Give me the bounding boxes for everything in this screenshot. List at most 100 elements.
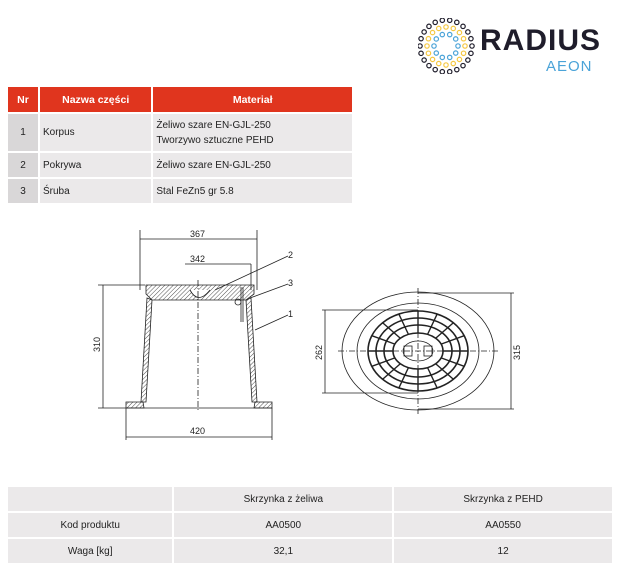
logo-ring-dot [446, 54, 453, 61]
table-header-row: Skrzynka z żeliwa Skrzynka z PEHD [8, 487, 612, 511]
grate-spoke [426, 367, 438, 389]
cell-value: AA0500 [174, 513, 393, 537]
logo-ring-dot [431, 43, 437, 49]
logo-ring-dot [432, 66, 438, 73]
cell-name: Śruba [40, 179, 152, 203]
callout-3: 3 [288, 278, 293, 288]
header-empty [8, 487, 173, 511]
table-header-row: Nr Nazwa części Materiał [8, 87, 352, 112]
logo-ring-dot [446, 31, 453, 38]
logo-ring-dot [443, 24, 449, 30]
grate-spoke [382, 363, 401, 380]
logo-ring-dot [439, 54, 446, 61]
plan-view: 262 315 [314, 288, 522, 414]
material-line: Żeliwo szare EN-GJL-250 [156, 119, 271, 131]
grate-spoke [382, 322, 401, 339]
logo-ring-dot [418, 50, 424, 57]
logo-ring-dot [454, 66, 460, 73]
cell-material: Stal FeZn5 gr 5.8 [153, 179, 352, 203]
cell-name: Pokrywa [40, 153, 152, 177]
callout-2: 2 [288, 250, 293, 260]
cell-material: Żeliwo szare EN-GJL-250 [153, 153, 352, 177]
logo-ring-dot [465, 57, 471, 63]
logo-ring-dot [456, 29, 463, 36]
logo-ring-dot [421, 29, 427, 35]
logo-ring-dot [418, 43, 423, 49]
grate-spoke [435, 363, 454, 380]
grate-spoke [440, 357, 465, 367]
logo-ring-dot [418, 35, 424, 42]
logo-ring-dot [432, 19, 438, 26]
logo-ring-dot [424, 43, 430, 49]
header-nr: Nr [8, 87, 38, 112]
dim-342: 342 [190, 254, 205, 264]
grate-spoke [426, 313, 438, 335]
logo-ring-dot [468, 50, 474, 57]
logo-ring-dot [439, 68, 446, 74]
logo-ring-dot [450, 25, 457, 32]
side-view: 367 342 310 420 2 3 1 [92, 229, 293, 440]
logo-ring-dot [460, 23, 466, 30]
cell-nr: 3 [8, 179, 38, 203]
dim-315: 315 [512, 345, 522, 360]
table-row: 3 Śruba Stal FeZn5 gr 5.8 [8, 179, 352, 203]
logo-ring-dot [465, 29, 471, 35]
header-material: Materiał [153, 87, 352, 112]
grate-spoke [398, 367, 410, 389]
logo-ring-dot [425, 50, 432, 57]
cell-nr: 2 [8, 153, 38, 177]
grate-spoke [371, 335, 396, 345]
row-label: Kod produktu [8, 513, 173, 537]
logo-sub: AEON [546, 58, 593, 75]
logo-ring-dot [435, 60, 442, 67]
logo-ring-dot [429, 56, 436, 63]
material-line: Tworzywo sztuczne PEHD [156, 134, 274, 146]
grate-spoke [371, 357, 396, 367]
logo-ring-dot [452, 50, 459, 56]
logo-name: RADIUS [480, 24, 602, 57]
table-row: 2 Pokrywa Żeliwo szare EN-GJL-250 [8, 153, 352, 177]
logo-ring-dot [460, 35, 467, 42]
cell-name: Korpus [40, 114, 152, 151]
callout-1: 1 [288, 309, 293, 319]
logo-ring-dot [456, 56, 463, 63]
grate-spoke [435, 322, 454, 339]
logo-ring-dot [426, 62, 432, 69]
logo-ring-dot [446, 18, 453, 24]
header-name: Nazwa części [40, 87, 152, 112]
logo-mark-icon [418, 18, 475, 74]
grate-spoke [440, 335, 465, 345]
logo: RADIUS AEON [418, 18, 618, 75]
logo-ring-dot [433, 50, 440, 56]
logo-ring-dot [469, 43, 475, 49]
dim-367: 367 [190, 229, 205, 239]
logo-ring-dot [425, 35, 432, 42]
logo-ring-dot [462, 43, 468, 49]
header-pehd: Skrzynka z PEHD [394, 487, 612, 511]
logo-ring-dot [468, 35, 474, 42]
table-row: Waga [kg] 32,1 12 [8, 539, 612, 563]
cell-value: 32,1 [174, 539, 393, 563]
product-table: Skrzynka z żeliwa Skrzynka z PEHD Kod pr… [6, 485, 614, 565]
logo-ring-dot [455, 43, 461, 49]
dim-310: 310 [92, 337, 102, 352]
logo-ring-dot [460, 50, 467, 57]
logo-ring-dot [426, 23, 432, 30]
grate-spoke [398, 313, 410, 335]
row-label: Waga [kg] [8, 539, 173, 563]
logo-ring-dot [452, 36, 459, 42]
logo-ring-dot [460, 62, 466, 69]
parts-table: Nr Nazwa części Materiał 1 Korpus Żeliwo… [6, 85, 354, 205]
cell-value: AA0550 [394, 513, 612, 537]
logo-ring-dot [435, 25, 442, 32]
logo-ring-dot [446, 68, 453, 74]
dim-262: 262 [314, 345, 324, 360]
table-row: Kod produktu AA0500 AA0550 [8, 513, 612, 537]
logo-ring-dot [429, 29, 436, 36]
logo-ring-dot [421, 57, 427, 63]
logo-ring-dot [450, 60, 457, 67]
